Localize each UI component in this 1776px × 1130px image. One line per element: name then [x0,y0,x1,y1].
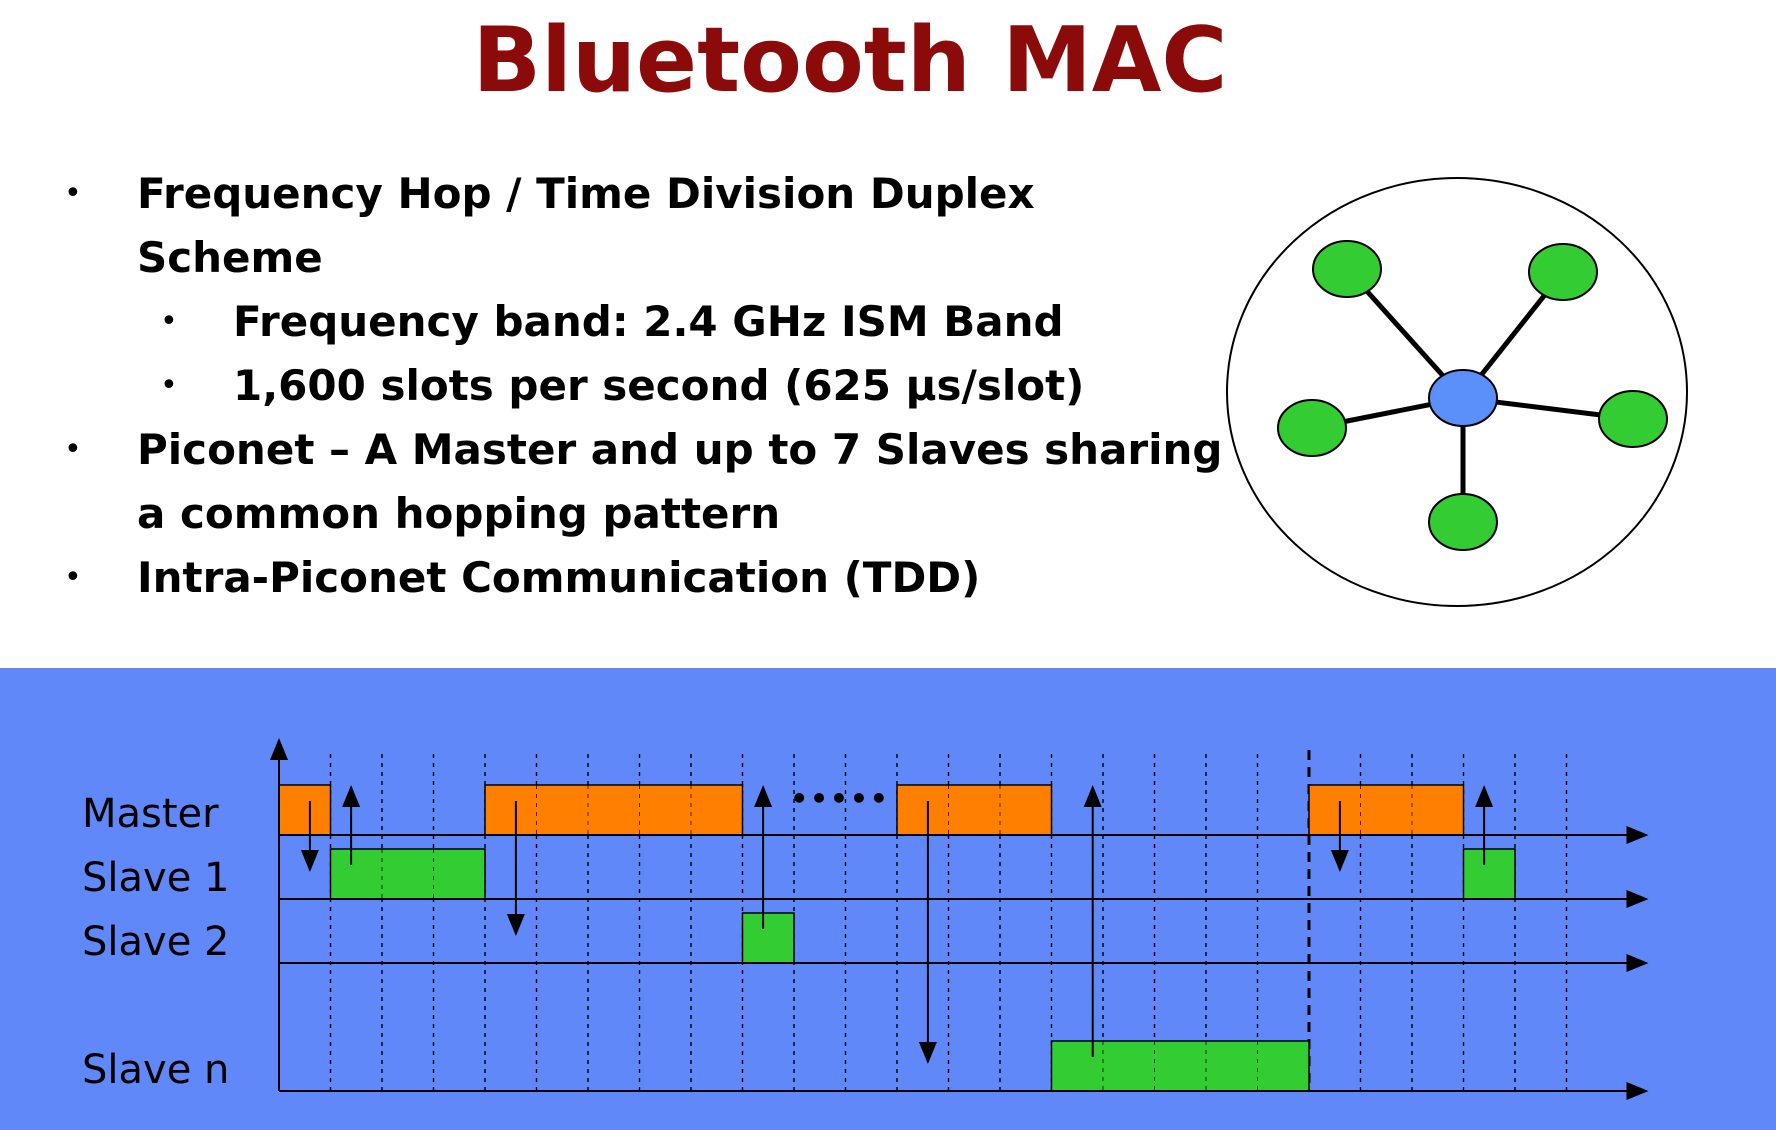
slave-node [1428,493,1498,551]
row-label: Slave 1 [82,855,229,901]
bullet-marker: • [160,368,178,403]
bullet-marker: • [64,432,82,467]
bullet-text: a common hopping pattern [137,489,781,538]
bullet-text: Scheme [137,233,323,282]
bullet-marker: • [160,304,178,339]
master-packet [484,784,744,836]
bullet-text: Frequency Hop / Time Division Duplex [137,169,1035,218]
slave-packet [1462,848,1516,900]
slave-node [1312,240,1382,298]
master-packet [896,784,1053,836]
slave-node [1277,399,1347,457]
row-label: Slave n [82,1047,229,1093]
sub-bullet-text: Frequency band: 2.4 GHz ISM Band [233,297,1064,346]
bullet-marker: • [64,560,82,595]
master-packet [1308,784,1465,836]
slide-title: Bluetooth MAC [472,8,1228,113]
time-gap-ellipsis: ••••• [790,782,889,815]
slave-packet [329,848,486,900]
master-node [1428,369,1498,427]
slave-packet [741,912,795,964]
slave-node [1598,390,1668,448]
row-label: Slave 2 [82,919,229,965]
master-packet [278,784,332,836]
bullet-text: Intra-Piconet Communication (TDD) [137,553,981,602]
piconet-star-diagram [1226,177,1688,607]
sub-bullet-text: 1,600 slots per second (625 µs/slot) [233,361,1085,410]
slave-packet [1050,1040,1310,1092]
bullet-marker: • [64,176,82,211]
row-label: Master [82,791,219,837]
slave-node [1528,243,1598,301]
bullet-text: Piconet – A Master and up to 7 Slaves sh… [137,425,1223,474]
